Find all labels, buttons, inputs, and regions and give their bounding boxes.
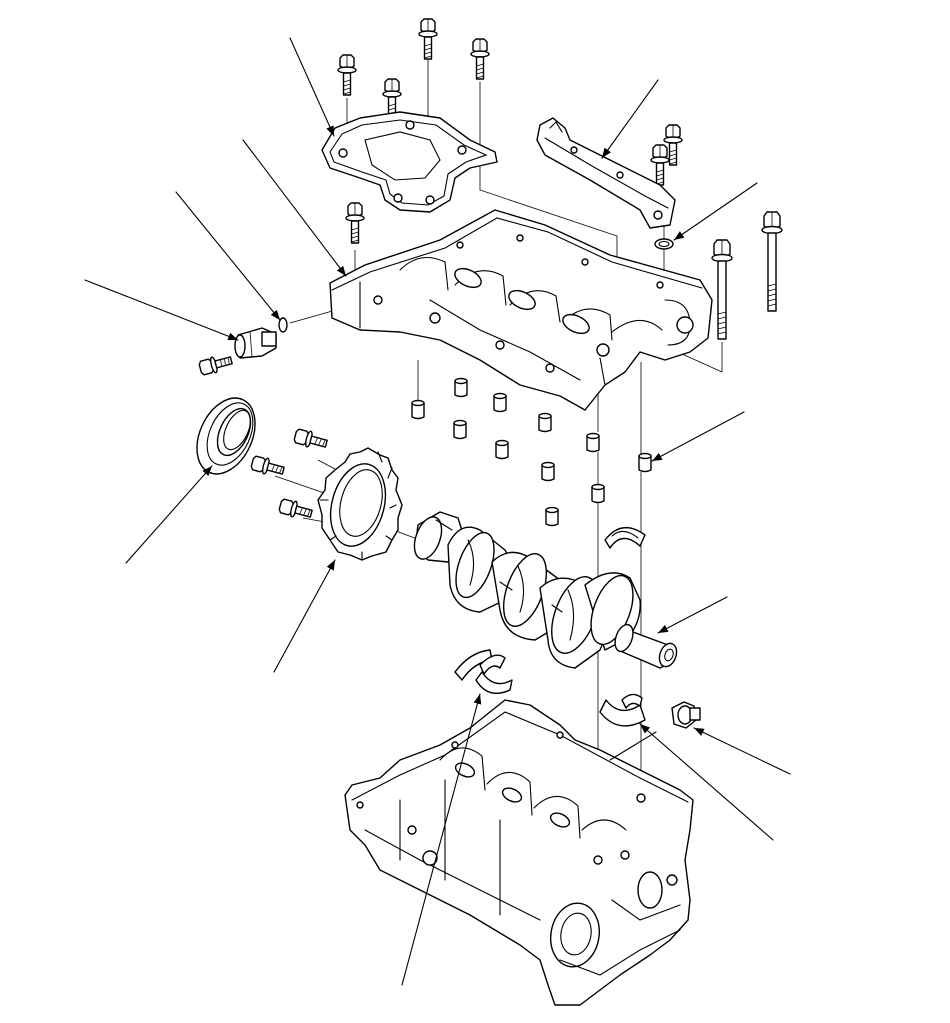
leader-line bbox=[673, 182, 758, 241]
sensor-bolt-icon bbox=[197, 351, 235, 378]
lower-bearing-shell bbox=[599, 693, 646, 727]
dowel-icon bbox=[493, 392, 507, 413]
reluctor-ring bbox=[317, 447, 403, 561]
ring-bolt-icon bbox=[292, 426, 330, 453]
dowel-icon bbox=[638, 452, 652, 473]
cover-bolt-icon bbox=[337, 54, 357, 96]
dowel-icon bbox=[454, 377, 468, 398]
crank-position-sensor bbox=[234, 327, 277, 359]
leader-line bbox=[175, 191, 281, 321]
leader-line bbox=[273, 559, 336, 673]
knock-sensor bbox=[671, 701, 701, 729]
lower-bearing-shell bbox=[475, 671, 513, 694]
leader-line bbox=[401, 693, 482, 986]
ring-bolt-icon bbox=[249, 453, 287, 480]
leader-line bbox=[657, 596, 728, 634]
crankshaft bbox=[413, 511, 678, 669]
leader-line bbox=[125, 465, 213, 564]
o-ring-icon bbox=[654, 238, 674, 250]
cover-bolt-icon bbox=[470, 38, 490, 80]
leader-line bbox=[84, 279, 239, 341]
leader-line bbox=[609, 731, 657, 761]
o-ring-icon bbox=[278, 317, 288, 333]
baffle-bar bbox=[536, 117, 676, 229]
dowel-icon bbox=[538, 412, 552, 433]
dowel-icon bbox=[545, 506, 559, 527]
cover-plate bbox=[321, 111, 498, 213]
dowel-icon bbox=[453, 419, 467, 440]
dowel-icon bbox=[411, 399, 425, 420]
upper-bearing-shell bbox=[454, 649, 506, 681]
dowel-icon bbox=[591, 483, 605, 504]
ring-bolt-icon bbox=[277, 496, 315, 523]
dowel-icon bbox=[495, 439, 509, 460]
oil-seal bbox=[196, 397, 256, 475]
leader-line bbox=[693, 727, 791, 775]
bedplate-bolt-icon bbox=[345, 202, 365, 244]
leader-line bbox=[639, 723, 774, 841]
long-bolt-icon bbox=[711, 239, 733, 340]
long-bolt-icon bbox=[761, 211, 783, 312]
leader-line bbox=[651, 411, 745, 462]
cover-bolt-icon bbox=[418, 18, 438, 60]
upper-bearing-shell bbox=[604, 527, 646, 549]
baffle-bolt-icon bbox=[650, 144, 670, 186]
dowel-icon bbox=[541, 461, 555, 482]
dowel-pins bbox=[411, 377, 652, 527]
dowel-icon bbox=[586, 432, 600, 453]
engine-block bbox=[344, 699, 694, 1006]
leader-line bbox=[289, 37, 335, 137]
lower-block bbox=[329, 209, 713, 411]
leader-line bbox=[601, 79, 659, 159]
leader-line bbox=[242, 139, 347, 277]
leader-lines bbox=[84, 37, 791, 986]
